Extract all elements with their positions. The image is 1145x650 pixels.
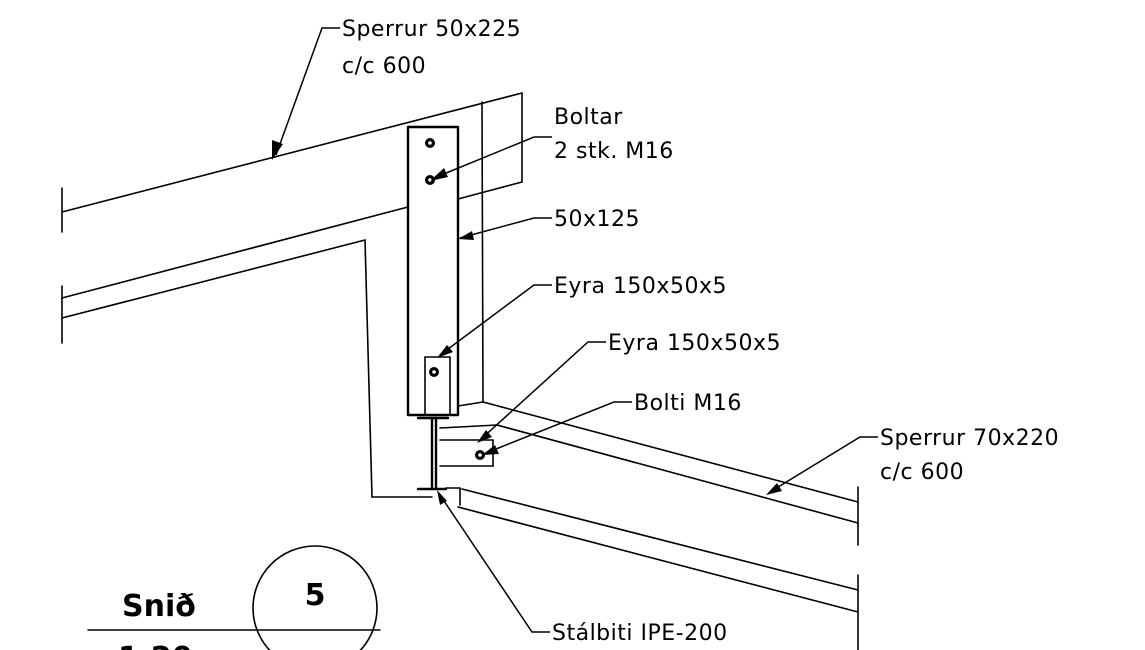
bolt-top-2 bbox=[425, 175, 435, 185]
bolts-top-label-1: Boltar bbox=[554, 105, 623, 130]
section-number-circle bbox=[252, 545, 378, 650]
bolt-bracket bbox=[429, 367, 439, 377]
lower-rafter-label-1: Sperrur 70x220 bbox=[880, 426, 1059, 451]
section-number: 5 bbox=[305, 578, 326, 613]
lower-rafter-label-2: c/c 600 bbox=[880, 460, 964, 485]
upper-rafter-label-2: c/c 600 bbox=[342, 54, 426, 79]
leader-lower-rafter bbox=[766, 436, 878, 495]
post-label: 50x125 bbox=[554, 207, 640, 232]
lower-rafter bbox=[439, 401, 859, 650]
leader-bracket-lower bbox=[477, 341, 606, 443]
post-50x125 bbox=[406, 125, 460, 417]
upper-rafter bbox=[61, 92, 523, 344]
bracket-lower-label: Eyra 150x50x5 bbox=[608, 331, 781, 356]
steel-beam-ipe200 bbox=[416, 416, 494, 491]
wall-outline bbox=[364, 101, 859, 613]
leader-upper-rafter bbox=[272, 27, 340, 160]
section-scale: 1:20 bbox=[118, 641, 193, 650]
leader-bolts-top bbox=[430, 136, 552, 181]
leader-steel-beam bbox=[437, 490, 550, 633]
bolt-top-1 bbox=[425, 138, 435, 148]
bracket-upper-label: Eyra 150x50x5 bbox=[554, 274, 727, 299]
leader-post bbox=[458, 217, 552, 240]
bolts-top-label-2: 2 stk. M16 bbox=[554, 139, 674, 164]
section-title-block: Snið 5 1:20 bbox=[87, 545, 381, 650]
steel-beam-label: Stálbiti IPE-200 bbox=[552, 621, 728, 646]
leader-bolt-single bbox=[482, 401, 632, 455]
section-title: Snið bbox=[122, 589, 196, 624]
bolt-lower bbox=[475, 450, 485, 460]
bolt-single-label: Bolti M16 bbox=[634, 391, 742, 416]
upper-rafter-label-1: Sperrur 50x225 bbox=[342, 17, 521, 42]
leader-bracket-upper bbox=[437, 284, 552, 358]
